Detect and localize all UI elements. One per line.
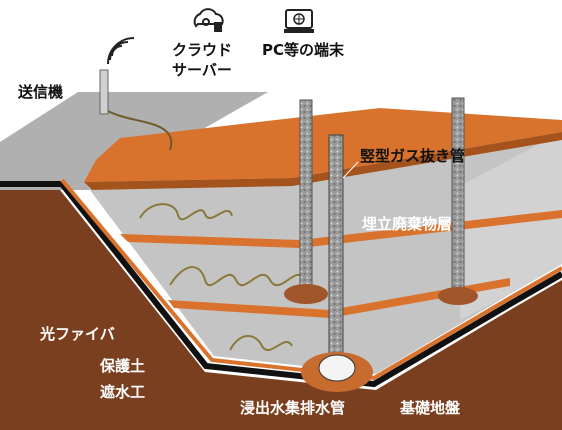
optical-fiber-label: 光ファイバ <box>40 325 115 343</box>
gravel-mound-left <box>284 284 328 304</box>
waste-front-face <box>460 132 562 320</box>
impermeable-liner-label: 遮水工 <box>100 383 146 401</box>
cloud-server-icon <box>193 8 224 32</box>
cloud-server-label-line2: サーバー <box>172 61 232 79</box>
waste-body <box>84 132 562 374</box>
intermediate-layer-1 <box>120 210 562 248</box>
optical-fiber-coil-2 <box>169 266 306 287</box>
gas-vent-pipe <box>328 134 344 366</box>
impermeable-liner-line <box>0 181 562 388</box>
gas-vent-leader <box>342 161 359 179</box>
foundation-ground-body <box>0 190 562 430</box>
leachate-drain-pipe-shape <box>318 354 356 382</box>
vertical-pipe-left <box>299 99 313 291</box>
foundation-ground-label: 基礎地盤 <box>400 399 461 417</box>
antenna-wave-icon <box>107 37 135 65</box>
vertical-pipe-right <box>451 97 465 294</box>
protective-soil-line <box>60 178 562 381</box>
optical-fiber-coil-3 <box>229 335 293 351</box>
transmitter-label: 送信機 <box>18 83 64 101</box>
top-cover-edge <box>84 132 562 190</box>
optical-fiber-cable <box>105 109 173 151</box>
top-cover-layer <box>84 108 562 182</box>
laptop-globe-icon <box>284 9 314 33</box>
transmitter-post <box>99 69 109 115</box>
optical-fiber-coil-1 <box>139 203 233 221</box>
gravel-mound-right <box>438 287 478 305</box>
intermediate-layer-2 <box>168 278 510 318</box>
pc-terminal-label: PC等の端末 <box>262 41 345 59</box>
cloud-server-label-line1: クラウド <box>172 41 233 59</box>
gas-vent-pipe-label: 竪型ガス抜き管 <box>360 147 466 165</box>
leachate-drain-pipe-label: 浸出水集排水管 <box>240 399 346 417</box>
protective-soil-label: 保護土 <box>100 357 146 375</box>
landfill-waste-layer-label: 埋立廃棄物層 <box>362 215 453 233</box>
